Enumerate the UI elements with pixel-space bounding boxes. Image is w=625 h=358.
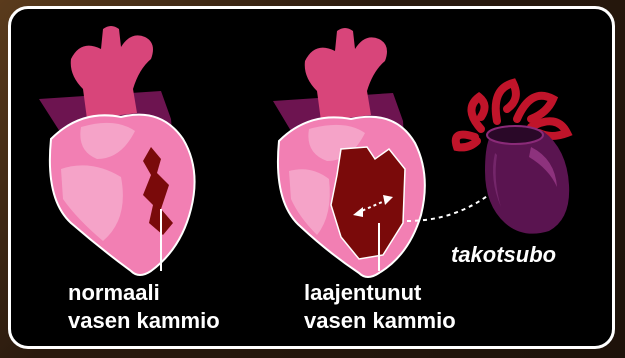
dilated-heart-icon xyxy=(273,28,505,277)
octopus-pot-icon xyxy=(456,83,569,234)
tentacle xyxy=(496,83,516,121)
diagram-panel: normaali vasen kammio laajentunut vasen … xyxy=(8,6,615,349)
normal-ventricle-label: normaali vasen kammio xyxy=(68,279,220,335)
tentacle xyxy=(517,96,553,119)
tentacle xyxy=(471,97,484,129)
takotsubo-label: takotsubo xyxy=(451,241,556,269)
normal-heart-icon xyxy=(39,26,195,275)
normal-label-line1: normaali xyxy=(68,279,220,307)
pot-body xyxy=(485,129,569,233)
dilated-label-line2: vasen kammio xyxy=(304,307,456,335)
tentacle xyxy=(456,135,477,148)
dilated-label-line1: laajentunut xyxy=(304,279,456,307)
dilated-ventricle-label: laajentunut vasen kammio xyxy=(304,279,456,335)
pot-mouth xyxy=(487,126,543,144)
normal-label-line2: vasen kammio xyxy=(68,307,220,335)
